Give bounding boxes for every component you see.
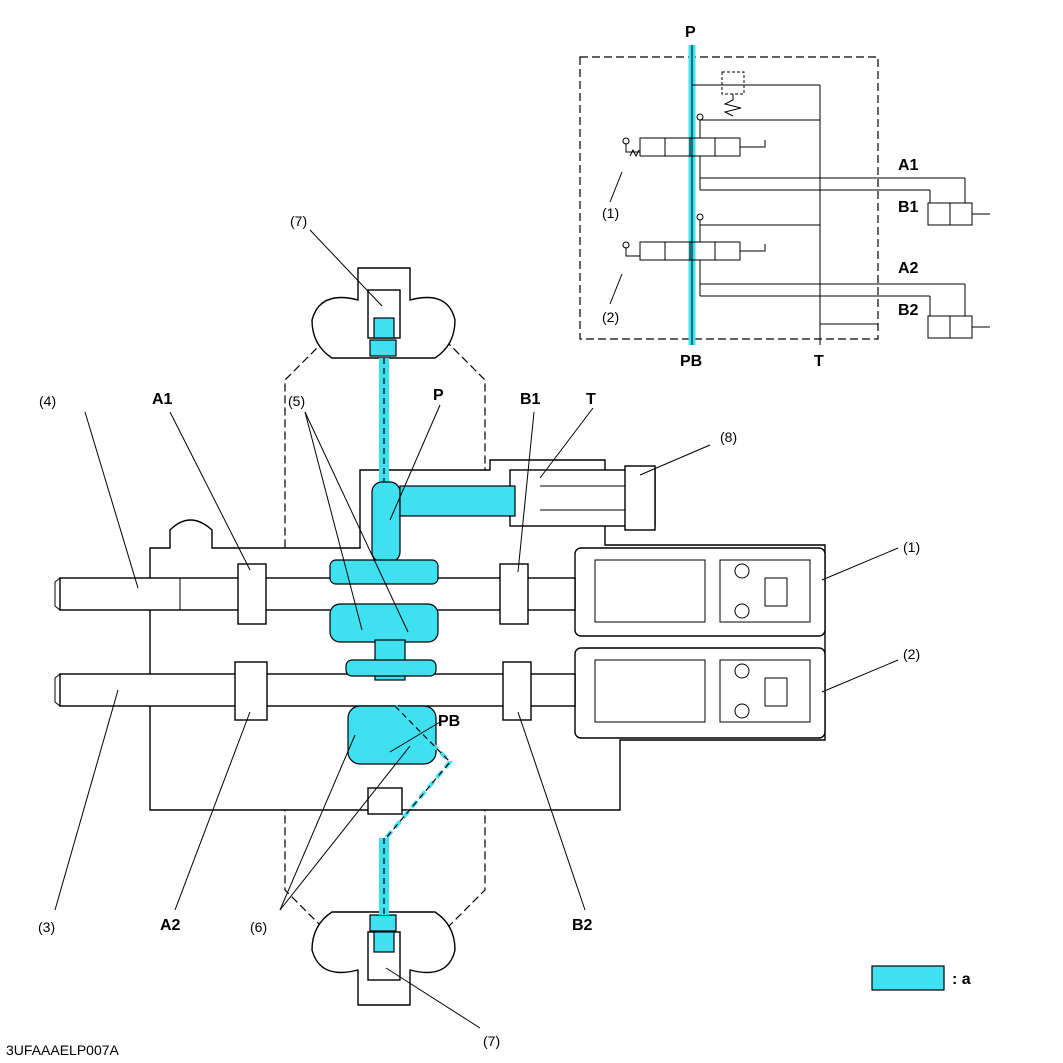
cylinder-1-symbol (927, 178, 990, 226)
bottom-cap (311, 911, 456, 1006)
callout-4: (4) (39, 393, 56, 409)
callout-8: (8) (720, 429, 737, 445)
port-a2-label: A2 (160, 917, 181, 934)
callout-3: (3) (38, 919, 55, 935)
schematic-port-pb: PB (680, 353, 702, 370)
schematic-port-b1: B1 (898, 199, 919, 216)
plug (367, 787, 403, 815)
spool-valve-1-symbol (622, 113, 965, 191)
port-pb-label: PB (438, 713, 460, 730)
schematic-callout-1: (1) (602, 205, 619, 221)
callout-6: (6) (250, 919, 267, 935)
schematic-callout-2: (2) (602, 309, 619, 325)
port-a1-label: A1 (152, 391, 173, 408)
legend-swatch (871, 965, 945, 991)
schematic-boundary (579, 56, 879, 340)
top-cap (311, 267, 456, 359)
schematic-port-a1: A1 (898, 157, 919, 174)
schematic-port-b2: B2 (898, 302, 919, 319)
relief-valve-symbol (692, 71, 820, 117)
callout-2: (2) (903, 646, 920, 662)
spool-3 (54, 661, 576, 721)
port-p-label: P (433, 387, 444, 404)
relief-valve-8 (509, 465, 656, 531)
port-b1-label: B1 (520, 391, 541, 408)
sectional-view: (4) A1 (5) P B1 T (8) (1) (2) (7) PB (3)… (38, 213, 920, 1049)
schematic-port-a2: A2 (898, 260, 919, 277)
hydraulic-schematic: P PB T A1 B1 A2 B2 (1) (2) (579, 24, 990, 370)
spool-valve-2-symbol (622, 213, 965, 297)
hidden-outline (284, 339, 486, 931)
oil-passages (329, 358, 516, 915)
callout-7-bottom: (7) (483, 1033, 500, 1049)
legend-label: : a (952, 971, 971, 988)
cylinder-2-symbol (927, 284, 990, 339)
figure-code: 3UFAAAELP007A (6, 1042, 119, 1058)
legend: : a (871, 965, 971, 991)
schematic-port-p: P (685, 24, 696, 41)
leader-lines (54, 229, 899, 1029)
port-t-label: T (586, 391, 596, 408)
port-b2-label: B2 (572, 917, 593, 934)
callout-5: (5) (288, 393, 305, 409)
spool-4 (54, 563, 576, 625)
schematic-port-t: T (814, 353, 824, 370)
callout-1: (1) (903, 539, 920, 555)
callout-7-top: (7) (290, 213, 307, 229)
